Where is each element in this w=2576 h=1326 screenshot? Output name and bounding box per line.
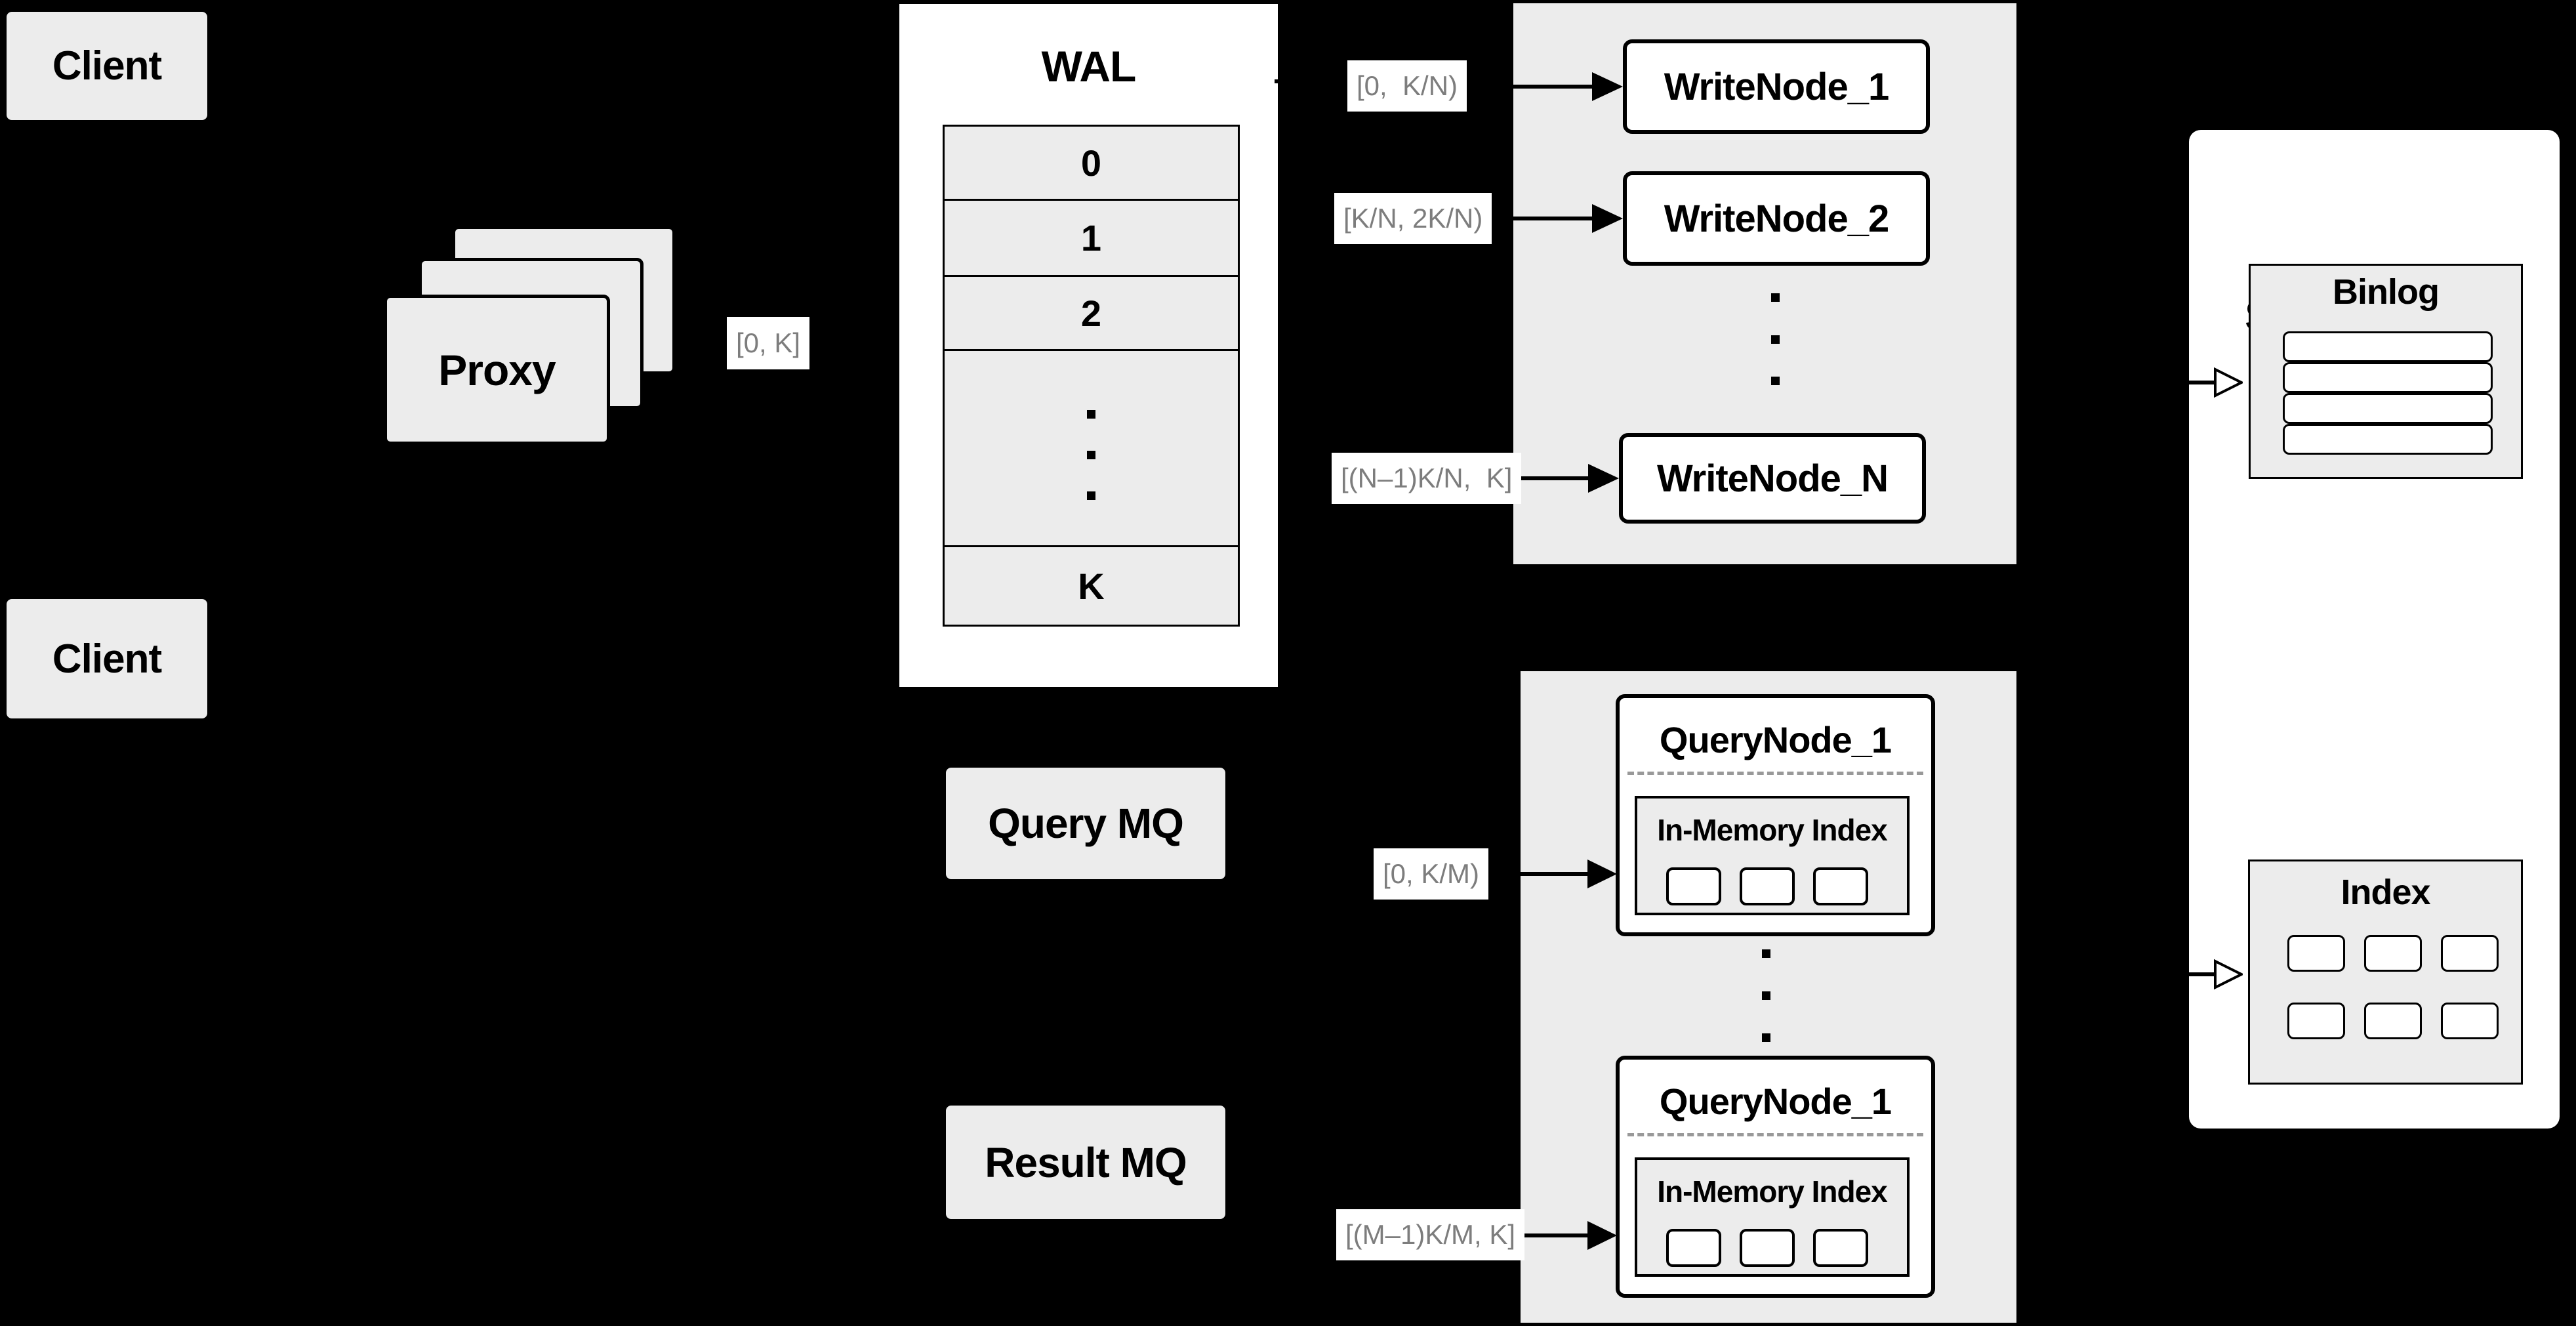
arrow-wal-to-write-node-2 <box>1513 204 1623 233</box>
range-label-write-node-2: [K/N, 2K/N) <box>1334 193 1492 244</box>
index-cell <box>2441 1003 2499 1039</box>
memory-cell <box>1813 867 1868 905</box>
client-box-bottom: Client <box>7 599 207 718</box>
wal-row-0-label: 0 <box>1080 142 1102 184</box>
wal-panel: WAL 0 1 2 K <box>897 2 1280 689</box>
in-memory-index-panel: In-Memory Index <box>1635 1157 1910 1277</box>
wal-row-2-label: 2 <box>1080 292 1102 334</box>
index-cell <box>2364 935 2422 972</box>
range-label-write-node-n: [(N–1)K/N, K] <box>1332 453 1522 504</box>
query-node-divider <box>1627 772 1923 775</box>
store-engine-panel: Store Engine Binlog Index <box>2189 130 2560 1129</box>
memory-cell <box>1813 1229 1868 1267</box>
query-node-top: QueryNode_1 In-Memory Index <box>1616 694 1935 936</box>
binlog-row <box>2283 424 2493 455</box>
wal-row-k-label: K <box>1078 565 1105 607</box>
ellipsis-dot <box>1762 949 1770 958</box>
ellipsis-dot <box>1086 451 1095 459</box>
index-cell <box>2364 1003 2422 1039</box>
binlog-row <box>2283 331 2493 362</box>
ellipsis-dot <box>1086 410 1095 419</box>
wal-exit-line-stub <box>1275 79 1284 83</box>
wal-table: 0 1 2 K <box>943 125 1240 627</box>
arrow-wal-to-write-node-1 <box>1513 72 1623 101</box>
ellipsis-dot <box>1771 293 1780 302</box>
in-memory-index-title: In-Memory Index <box>1657 1174 1888 1209</box>
wal-row-1-label: 1 <box>1080 217 1102 259</box>
wal-row-0: 0 <box>945 127 1238 199</box>
proxy-label: Proxy <box>438 345 556 394</box>
memory-cell <box>1740 867 1795 905</box>
range-label-query-node-top: [0, K/M) <box>1374 848 1489 900</box>
arrow-wal-to-write-node-n <box>1513 464 1619 493</box>
client-top-label: Client <box>52 43 162 89</box>
memory-cell <box>1666 867 1721 905</box>
wal-row-k: K <box>945 545 1238 625</box>
write-node-1: WriteNode_1 <box>1623 39 1930 134</box>
query-node-divider <box>1627 1133 1923 1136</box>
ellipsis-dot <box>1762 991 1770 1000</box>
result-mq-label: Result MQ <box>985 1138 1187 1186</box>
query-node-top-title: QueryNode_1 <box>1659 718 1892 760</box>
client-bottom-label: Client <box>52 636 162 682</box>
range-label-query-node-bottom: [(M–1)K/M, K] <box>1336 1209 1525 1260</box>
arrow-into-binlog <box>2189 367 2243 398</box>
in-memory-index-panel: In-Memory Index <box>1635 796 1910 915</box>
range-label-write-node-1: [0, K/N) <box>1347 60 1467 112</box>
index-title: Index <box>2341 873 2430 912</box>
index-cell <box>2287 935 2345 972</box>
index-panel: Index <box>2248 860 2523 1085</box>
query-node-bottom-title: QueryNode_1 <box>1659 1080 1892 1122</box>
arrow-into-index <box>2189 959 2243 990</box>
proxy-card-front: Proxy <box>384 295 610 445</box>
query-mq-label: Query MQ <box>988 800 1184 847</box>
ellipsis-dot <box>1771 335 1780 344</box>
write-node-n-label: WriteNode_N <box>1656 457 1889 500</box>
write-node-2-label: WriteNode_2 <box>1664 197 1889 240</box>
binlog-row <box>2283 393 2493 424</box>
wal-row-ellipsis <box>945 349 1238 545</box>
write-node-2: WriteNode_2 <box>1623 171 1930 266</box>
index-cell <box>2441 935 2499 972</box>
ellipsis-dot <box>1762 1033 1770 1042</box>
arrow-query-mq-to-query-node-top <box>1521 860 1617 888</box>
query-node-bottom: QueryNode_1 In-Memory Index <box>1616 1056 1935 1298</box>
write-node-1-label: WriteNode_1 <box>1664 65 1889 108</box>
index-cell <box>2287 1003 2345 1039</box>
ellipsis-dot <box>1086 491 1095 500</box>
write-node-n: WriteNode_N <box>1619 433 1926 524</box>
wal-row-2: 2 <box>945 275 1238 349</box>
binlog-title: Binlog <box>2333 272 2440 312</box>
arrow-query-mq-to-query-node-bottom <box>1521 1221 1617 1250</box>
binlog-panel: Binlog <box>2249 264 2523 479</box>
client-box-top: Client <box>7 12 207 120</box>
wal-row-1: 1 <box>945 199 1238 275</box>
memory-cell <box>1666 1229 1721 1267</box>
ellipsis-dot <box>1771 377 1780 385</box>
memory-cell <box>1740 1229 1795 1267</box>
query-mq-box: Query MQ <box>946 768 1225 879</box>
range-label-proxy-wal: [0, K] <box>727 317 810 369</box>
in-memory-index-title: In-Memory Index <box>1657 813 1888 847</box>
binlog-row <box>2283 362 2493 393</box>
wal-title: WAL <box>1041 42 1137 91</box>
result-mq-box: Result MQ <box>946 1106 1225 1219</box>
